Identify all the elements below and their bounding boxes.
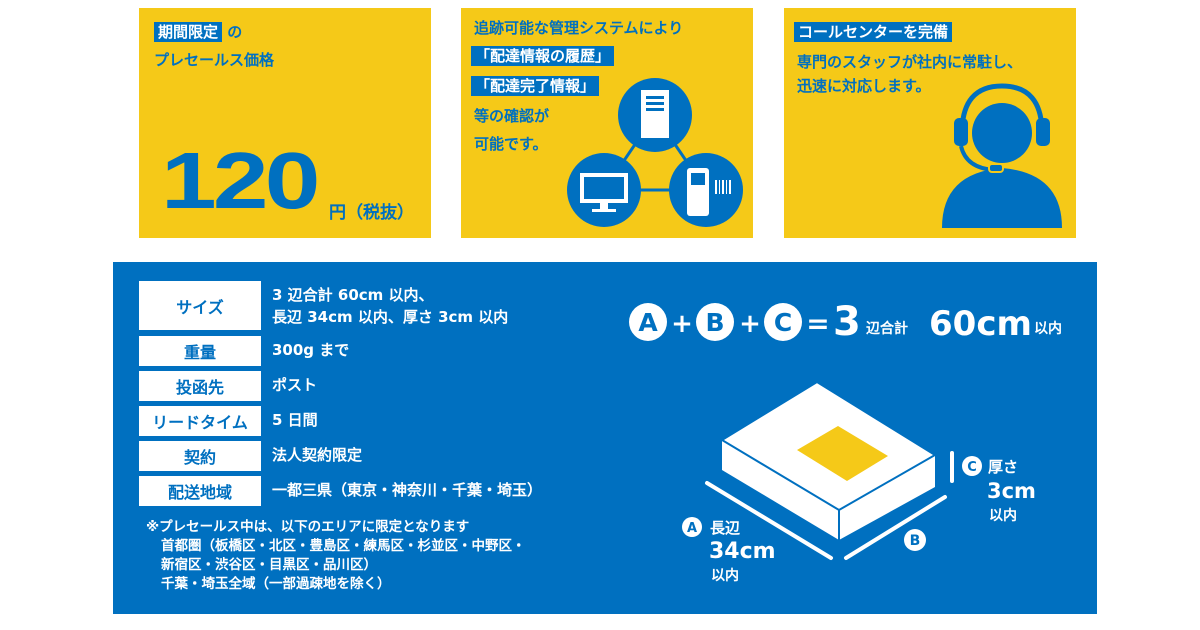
spec-label-area: 配送地域 xyxy=(139,476,261,506)
spec-value-contract: 法人契約限定 xyxy=(272,446,363,464)
price-value: 120 xyxy=(161,136,320,225)
diagram-b-marker: B xyxy=(910,533,921,549)
presale-area-note: ※プレセールス中は、以下のエリアに限定となります 首都圏（板橋区・北区・豊島区・… xyxy=(146,518,526,594)
size-formula: A + B + C = 3 辺合計 60cm 以内 xyxy=(629,299,1062,345)
diagram-c-value: 3cm xyxy=(987,479,1036,503)
diagram-c-within: 以内 xyxy=(989,507,1017,524)
spec-label-weight: 重量 xyxy=(139,336,261,366)
scanner-icon xyxy=(669,153,743,227)
spec-value-weight: 300g まで xyxy=(272,341,350,359)
monitor-icon xyxy=(567,153,641,227)
call-center-badge: コールセンターを完備 xyxy=(794,22,953,42)
spec-value-size-1: 3 辺合計 60cm 以内、 xyxy=(272,286,434,304)
formula-a: A xyxy=(638,308,658,337)
tracking-line2: 等の確認が xyxy=(474,107,550,125)
spec-label-destination: 投函先 xyxy=(139,371,261,401)
note-line: 首都圏（板橋区・北区・豊島区・練馬区・杉並区・中野区・ xyxy=(161,538,526,554)
call-line1: 専門のスタッフが社内に常駐し、 xyxy=(797,53,1023,71)
call-center-card: コールセンターを完備 専門のスタッフが社内に常駐し、 迅速に対応します。 xyxy=(784,8,1076,238)
diagram-c-label: 厚さ xyxy=(988,458,1018,476)
formula-plus: + xyxy=(671,309,693,339)
diagram-a-label: 長辺 xyxy=(710,519,741,537)
spec-label-contract: 契約 xyxy=(139,441,261,471)
tracking-card: 追跡可能な管理システムにより 「配達情報の履歴」 「配達完了情報」 等の確認が … xyxy=(461,8,753,238)
diagram-a-within: 以内 xyxy=(711,567,739,584)
tracking-line1: 追跡可能な管理システムにより xyxy=(474,19,684,37)
spec-value-size-2: 長辺 34cm 以内、厚さ 3cm 以内 xyxy=(272,308,509,326)
headset-operator-icon xyxy=(942,83,1062,228)
spec-value-area: 一都三県（東京・神奈川・千葉・埼玉） xyxy=(272,481,543,499)
diagram-a-marker: A xyxy=(687,521,697,536)
spec-label-size: サイズ xyxy=(139,281,261,330)
tracking-line3: 可能です。 xyxy=(474,135,548,153)
server-icon xyxy=(618,78,692,152)
limited-badge: 期間限定 xyxy=(154,22,223,42)
tracking-highlight-history: 「配達情報の履歴」 xyxy=(471,46,615,66)
presale-subtitle: プレセールス価格 xyxy=(154,51,275,69)
formula-total: 60cm xyxy=(929,304,1032,344)
system-diagram xyxy=(567,78,743,227)
circle-b-icon xyxy=(696,303,734,341)
formula-within: 以内 xyxy=(1034,320,1062,337)
tracking-highlight-complete: 「配達完了情報」 xyxy=(471,76,600,96)
spec-label-leadtime: リードタイム xyxy=(139,406,261,436)
formula-sides: 辺合計 xyxy=(866,320,908,337)
spec-panel: サイズ 3 辺合計 60cm 以内、 長辺 34cm 以内、厚さ 3cm 以内 … xyxy=(113,262,1097,614)
formula-c: C xyxy=(774,308,792,337)
badge-suffix: の xyxy=(227,23,243,41)
spec-value-destination: ポスト xyxy=(272,376,318,394)
diagram-a-value: 34cm xyxy=(709,539,776,564)
formula-equals: = xyxy=(806,307,829,340)
formula-three: 3 xyxy=(833,299,861,345)
note-line: 千葉・埼玉全域（一部過疎地を除く） xyxy=(161,576,391,592)
call-line2: 迅速に対応します。 xyxy=(797,77,931,95)
note-line: ※プレセールス中は、以下のエリアに限定となります xyxy=(146,519,470,535)
price-card: 期間限定 の プレセールス価格 120 円（税抜） xyxy=(139,8,431,238)
formula-b: B xyxy=(705,308,724,337)
formula-plus: + xyxy=(739,309,761,339)
circle-c-icon xyxy=(764,303,802,341)
parcel-box-icon xyxy=(720,380,937,540)
diagram-c-marker: C xyxy=(967,460,977,475)
note-line: 新宿区・渋谷区・目黒区・品川区） xyxy=(161,557,377,573)
circle-a-icon xyxy=(629,303,667,341)
price-unit: 円（税抜） xyxy=(329,203,414,223)
spec-value-leadtime: 5 日間 xyxy=(272,411,318,429)
